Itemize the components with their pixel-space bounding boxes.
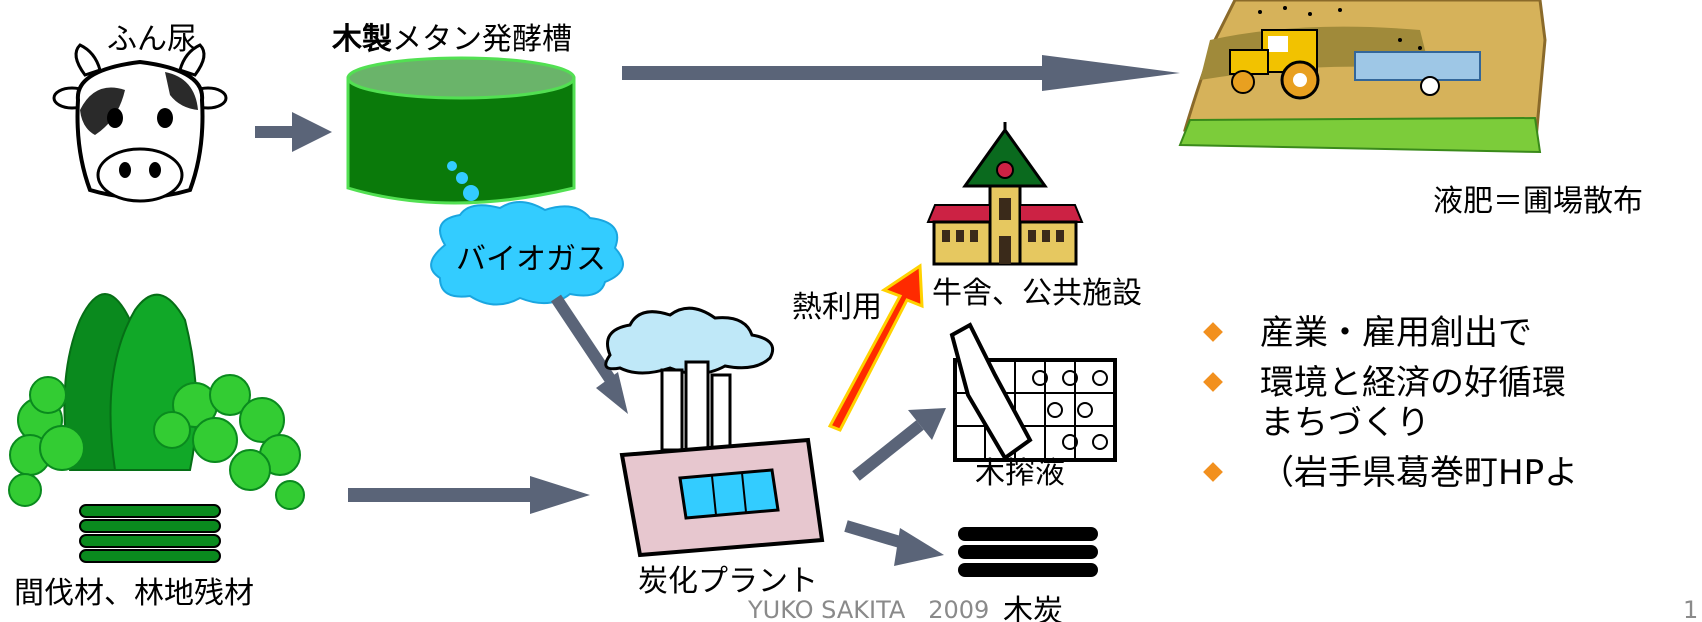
label-biogas: バイオガス [456,242,606,277]
bullet-item: 環境と経済の好循環 [1200,363,1578,403]
bullet-text: 環境と経済の好循環 [1260,363,1566,403]
label-charcoal: 木炭 [1003,594,1063,622]
label-tank-bold: 木製 [332,22,392,57]
label-heat-use: 熱利用 [792,290,882,325]
biogas-cloud-icon [430,201,624,306]
bullet-diamond-icon [1203,322,1223,342]
forest-icon [8,293,305,563]
arrow-tank-to-field [622,55,1180,91]
bullet-text: （岩手県葛巻町HPよ [1260,453,1579,493]
bullet-diamond-icon [1203,462,1223,482]
label-manure: ふん尿 [107,22,197,57]
arrow-plant-to-vinegar [852,408,946,481]
arrow-biogas-to-plant [551,294,628,414]
cow-icon [52,43,228,203]
bullet-text: 産業・雇用創出で [1260,313,1532,353]
arrow-plant-to-charcoal [844,520,944,566]
label-wood-vinegar: 木搾液 [975,456,1065,491]
public-building-icon [926,122,1084,266]
bullet-item-continuation: まちづくり [1200,403,1578,443]
label-barn-public: 牛舎、公共施設 [932,276,1142,311]
bullet-diamond-icon [1203,372,1223,392]
heat-arrow [827,263,924,432]
wood-vinegar-icon [949,322,1117,462]
footer-author: YUKO SAKITA 2009 [748,596,990,622]
charcoal-icon [958,527,1098,577]
carbonization-plant-icon [604,306,825,558]
bullet-item: （岩手県葛巻町HPよ [1200,453,1578,493]
tractor-field-icon [1178,0,1547,154]
methane-tank-icon [346,56,576,205]
arrow-forest-to-plant [348,476,590,514]
footer-page-number: 1 [1683,596,1699,622]
label-plant: 炭化プラント [638,564,818,599]
label-thinned-wood: 間伐材、林地残材 [14,576,254,611]
bullet-item: 産業・雇用創出で [1200,313,1578,353]
bullet-text: まちづくり [1260,403,1430,443]
label-liquid-fertilizer: 液肥＝圃場散布 [1433,184,1643,219]
arrow-manure-to-tank [255,112,332,152]
bullet-list: 産業・雇用創出で 環境と経済の好循環 まちづくり （岩手県葛巻町HPよ [1200,313,1578,503]
label-methane-tank: 木製メタン発酵槽 [332,14,572,58]
label-tank-rest: メタン発酵槽 [392,22,572,57]
